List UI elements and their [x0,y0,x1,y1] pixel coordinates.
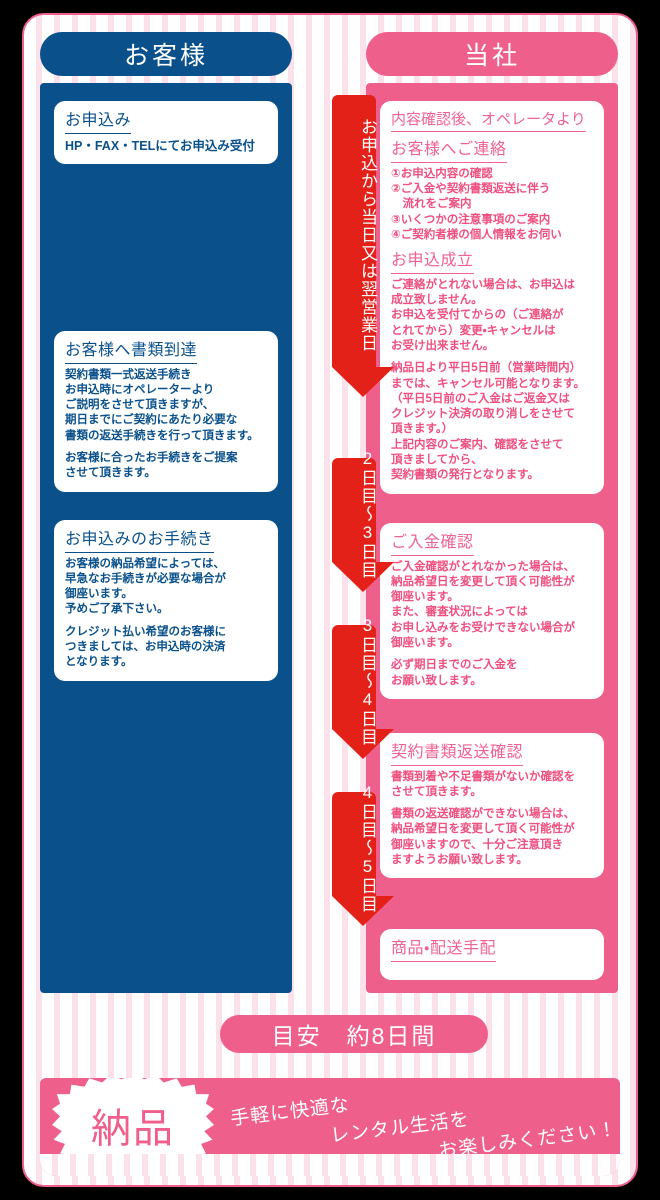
header-pill-customer: お客様 [40,32,292,76]
box-body: ご入金確認がとれなかった場合は、 納品希望日を変更して頂く可能性が 御座います。… [391,560,575,649]
arrow-head-icon [332,367,394,397]
box-title: お客様へ書類到達 [65,340,198,364]
box-title: お申込み [65,110,132,134]
delivery-tagline: 手軽に快適な レンタル生活を お楽しみください！ [226,1084,618,1162]
customer-panel: お申込み HP・FAX・TELにてお申込み受付 お客様へ書類到達 契約書類一式返… [40,83,292,993]
box-title: 商品・配送手配 [391,938,496,962]
box-title: 内容確認後、オペレータより [391,110,586,133]
box-title: お申込みのお手続き [65,529,214,553]
header-pill-company: 当社 [366,32,618,76]
box-title: ご入金確認 [391,532,474,556]
column-headers: お客様 当社 [24,32,636,76]
company-step-payment-confirmation: ご入金確認 ご入金確認がとれなかった場合は、 納品希望日を変更して頂く可能性が … [380,523,604,699]
box-body-secondary: お客様に合ったお手続きをご提案 させて頂きます。 [65,452,238,480]
company-step-product-shipping: 商品・配送手配 [380,929,604,980]
customer-step-application: お申込み HP・FAX・TELにてお申込み受付 [54,101,278,165]
box-body-tertiary: 納品日より平日5日前（営業時間内） までは、キャンセル可能となります。 （平日5… [391,362,586,482]
arrow-label: お申込から当日又は翌営業日 [332,95,377,367]
timeline-arrow-4: 4日目〜5日目 [332,783,394,926]
box-title-tertiary: お申込成立 [391,250,474,274]
flowchart-card: お客様 当社 お申込み HP・FAX・TELにてお申込み受付 お客様へ書類到達 … [22,13,638,1187]
box-title: 契約書類返送確認 [391,742,524,766]
company-panel: 内容確認後、オペレータより お客様へご連絡 ①お申込内容の確認 ②ご入金や契約書… [366,83,618,993]
arrow-head-icon [332,562,394,592]
company-step-contract-return-confirmation: 契約書類返送確認 書類到着や不足書類がないか確認を させて頂きます。 書類の返送… [380,733,604,879]
box-body-secondary: クレジット払い希望のお客様に つきましては、お申込時の決済 となります。 [65,625,226,669]
timeline-arrow-3: 3日目〜4日目 [332,616,394,759]
box-body: 書類到着や不足書類がないか確認を させて頂きます。 [391,770,575,798]
banner-stripe-decoration [40,1154,620,1176]
box-body: 契約書類一式返送手続き お申込時にオペレーターより ご説明をさせて頂きますが、 … [65,368,259,442]
summary-duration-badge: 目安 約8日間 [220,1015,488,1053]
customer-step-documents-arrival: お客様へ書類到達 契約書類一式返送手続き お申込時にオペレーターより ご説明をさ… [54,331,278,492]
arrow-label: 2日目〜3日目 [332,449,377,579]
arrow-head-icon [332,729,394,759]
box-body: お客様の納品希望によっては、 早急なお手続きが必要な場合が 御座います。 予めご… [65,557,226,616]
delivery-banner: 納品 手軽に快適な レンタル生活を お楽しみください！ [40,1078,620,1176]
timeline-arrow-1: お申込から当日又は翌営業日 [332,95,394,397]
box-body-secondary: 必ず期日までのご入金を お願い致します。 [391,659,518,687]
timeline-arrow-column: お申込から当日又は翌営業日 2日目〜3日目 3日目〜4日目 4日目〜5日目 [300,83,408,993]
box-body: ①お申込内容の確認 ②ご入金や契約書類返送に伴う 流れをご案内 ③いくつかの注意… [391,167,562,241]
box-body-secondary: ご連絡がとれない場合は、お申込は 成立致しません。 お申込を受付てからの（ご連絡… [391,278,575,352]
box-title-secondary: お客様へご連絡 [391,139,507,163]
box-body-secondary: 書類の返送確認ができない場合は、 納品希望日を変更して頂く可能性が 御座いますの… [391,808,575,866]
company-step-confirmation-contact: 内容確認後、オペレータより お客様へご連絡 ①お申込内容の確認 ②ご入金や契約書… [380,101,604,494]
delivery-burst-label: 納品 [91,1107,175,1151]
arrow-label: 3日目〜4日目 [332,616,377,746]
customer-step-procedure: お申込みのお手続き お客様の納品希望によっては、 早急なお手続きが必要な場合が … [54,520,278,681]
box-body: HP・FAX・TELにてお申込み受付 [65,138,255,153]
arrow-head-icon [332,896,394,926]
arrow-label: 4日目〜5日目 [332,783,377,913]
timeline-arrow-2: 2日目〜3日目 [332,449,394,592]
